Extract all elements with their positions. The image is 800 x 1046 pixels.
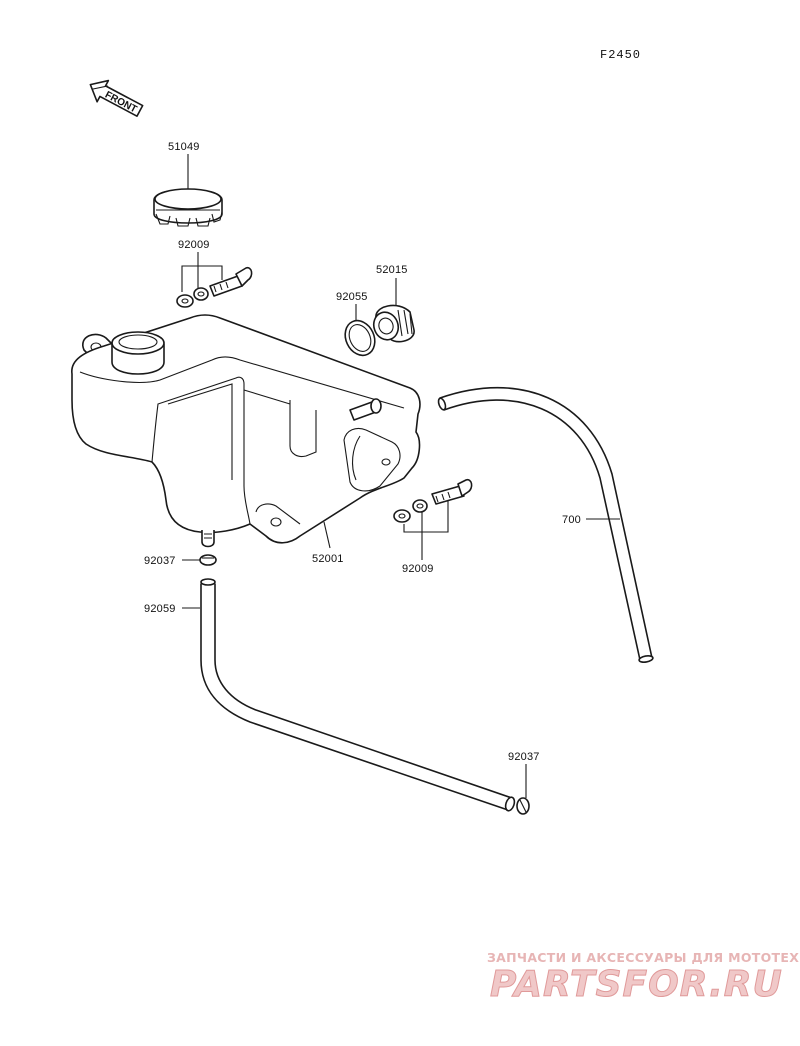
screw-set-lower	[393, 478, 473, 560]
clamp-92037-lower	[516, 764, 530, 815]
part-label-92037-upper: 92037	[144, 555, 176, 567]
part-label-51049: 51049	[168, 141, 200, 153]
figure-id: F2450	[600, 48, 641, 62]
part-label-92009-upper: 92009	[178, 239, 210, 251]
hose-700	[437, 386, 654, 663]
tank-52001	[71, 314, 421, 549]
part-label-700: 700	[562, 514, 581, 526]
watermark-caption: ЗАПЧАСТИ И АКСЕССУАРЫ ДЛЯ МОТОТЕХНИКИ	[487, 950, 800, 965]
part-label-52015: 52015	[376, 264, 408, 276]
part-label-92055: 92055	[336, 291, 368, 303]
hose-92059	[182, 578, 516, 812]
plug-52015	[372, 278, 415, 343]
screw-set-upper	[176, 252, 253, 308]
cap-51049	[153, 154, 223, 227]
clamp-92037-upper	[182, 554, 217, 566]
front-arrow-icon: FRONT	[89, 79, 144, 117]
watermark-logo: PARTSFOR.RU	[490, 964, 783, 1005]
o-ring-92055	[344, 304, 376, 357]
part-label-52001: 52001	[312, 553, 344, 565]
part-label-92009-lower: 92009	[402, 563, 434, 575]
part-label-92037-lower: 92037	[508, 751, 540, 763]
part-label-92059: 92059	[144, 603, 176, 615]
